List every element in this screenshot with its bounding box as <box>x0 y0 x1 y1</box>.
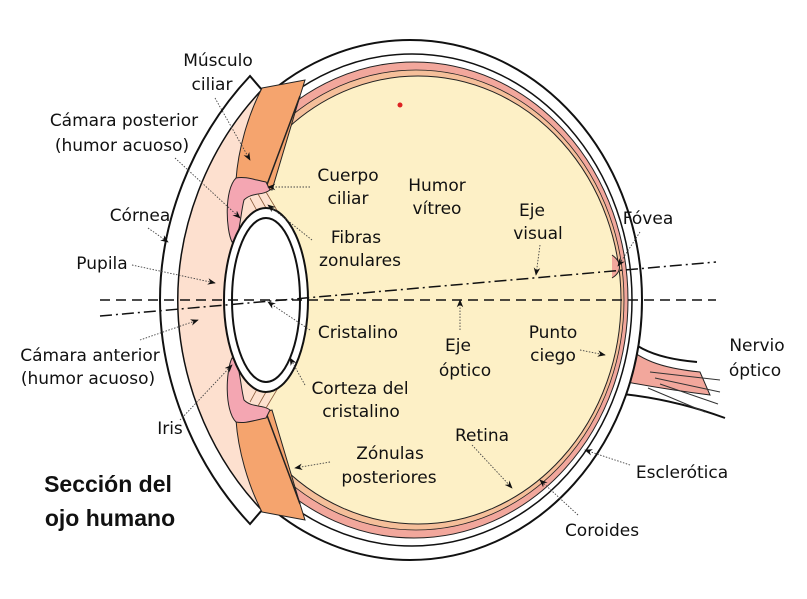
label-zonulas-posteriores: Zónulas <box>356 444 424 464</box>
label-camara-anterior: Cámara anterior <box>20 346 160 366</box>
label-pointers <box>131 97 641 516</box>
label-retina: Retina <box>455 426 509 446</box>
label-zonulas-posteriores-2: posteriores <box>341 468 436 488</box>
diagram-title-line-2: ojo humano <box>45 505 175 531</box>
label-coroides: Coroides <box>565 521 639 541</box>
diagram-title-line-1: Sección del <box>44 471 172 497</box>
label-punto-ciego-2: ciego <box>530 346 576 366</box>
label-fibras-zonulares-2: zonulares <box>319 251 401 271</box>
label-humor-vitreo: Humor <box>408 176 466 196</box>
label-esclerotica: Esclerótica <box>636 463 728 483</box>
label-cuerpo-ciliar-2: ciliar <box>328 189 369 209</box>
label-camara-posterior: Cámara posterior <box>50 111 198 131</box>
label-eje-visual: Eje <box>519 201 545 221</box>
label-pupila: Pupila <box>76 254 127 274</box>
label-eje-optico-2: óptico <box>439 361 491 381</box>
label-camara-posterior-2: (humor acuoso) <box>55 136 189 156</box>
label-eje-visual-2: visual <box>513 224 563 244</box>
ciliary-body-bottom <box>235 409 306 521</box>
labels: Músculo ciliar Cámara posterior (humor a… <box>20 51 784 541</box>
label-cornea: Córnea <box>110 206 171 226</box>
label-cuerpo-ciliar: Cuerpo <box>317 166 378 186</box>
iris-bottom <box>226 357 271 423</box>
iris-top <box>226 177 271 243</box>
label-fibras-zonulares: Fibras <box>331 228 381 248</box>
label-iris: Iris <box>157 419 183 439</box>
label-corteza-cristalino-2: cristalino <box>322 402 400 422</box>
label-musculo-ciliar-2: ciliar <box>192 75 233 95</box>
label-camara-anterior-2: (humor acuoso) <box>21 369 155 389</box>
label-musculo-ciliar: Músculo <box>183 51 253 71</box>
visual-axis <box>99 261 717 317</box>
label-nervio-optico-2: óptico <box>729 361 781 381</box>
label-fovea: Fóvea <box>623 209 674 229</box>
label-nervio-optico: Nervio <box>729 336 784 356</box>
label-humor-vitreo-2: vítreo <box>413 199 462 219</box>
label-punto-ciego: Punto <box>529 323 578 343</box>
label-eje-optico: Eje <box>445 336 471 356</box>
label-corteza-cristalino: Corteza del <box>311 379 408 399</box>
ciliary-body-top <box>235 79 306 191</box>
marker-dot <box>397 102 403 108</box>
label-cristalino: Cristalino <box>318 323 398 343</box>
